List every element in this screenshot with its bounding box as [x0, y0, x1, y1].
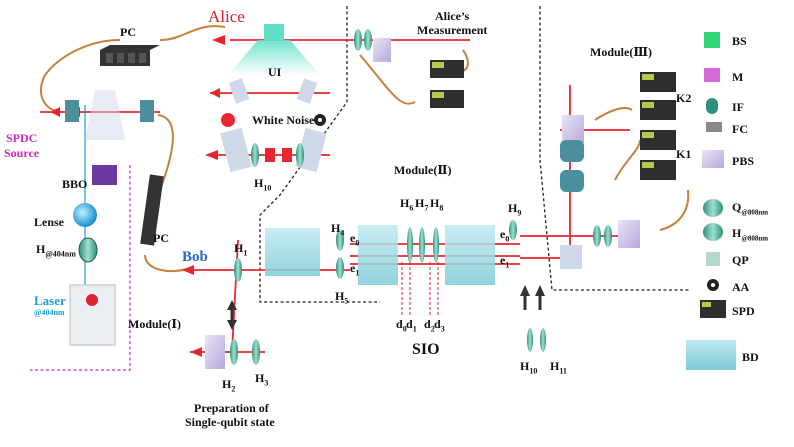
module-boundaries — [259, 6, 690, 303]
h8-label: H8 — [430, 196, 444, 213]
d2-label: d2 — [424, 317, 435, 334]
white-noise-label: White Noise — [252, 113, 315, 127]
spdc-optics — [65, 90, 154, 140]
alice-label: Alice — [208, 7, 245, 26]
sio-label: SIO — [412, 341, 440, 358]
legend-spd-label: SPD — [732, 304, 755, 318]
legend-icons — [686, 32, 736, 370]
k2-label: K2 — [676, 91, 692, 105]
ui-beamsplitter — [264, 24, 284, 40]
alice-measurement-line2: Measurement — [417, 23, 488, 37]
h3-label: H3 — [255, 371, 269, 388]
legend-qp-label: QP — [732, 253, 749, 267]
lense — [73, 203, 97, 227]
h10-label: H10 — [520, 359, 538, 376]
module2-lower-plates — [520, 285, 546, 352]
alice-measurement-line1: Alice’s — [435, 9, 470, 23]
laser-logo — [86, 294, 98, 306]
h1-label: H1 — [234, 241, 248, 258]
k1-label: K1 — [676, 147, 692, 161]
module2-label: Module(Ⅱ) — [394, 163, 452, 177]
optical-fibers — [40, 25, 690, 273]
e0-right-label: e0 — [500, 227, 510, 244]
legend-h-label: H@808nm — [732, 226, 769, 243]
ui-spread — [228, 40, 320, 75]
h7-label: H7 — [415, 196, 429, 213]
legend-m-label: M — [732, 70, 744, 84]
d1-label: d1 — [406, 317, 417, 334]
module1-optics — [205, 258, 260, 369]
beam-arrows — [50, 35, 225, 357]
bob-label: Bob — [182, 249, 208, 265]
spdc-label-line2: Source — [4, 146, 40, 160]
bbo-label: BBO — [62, 177, 88, 191]
d3-label: d3 — [434, 317, 445, 334]
laser-label: Laser@404nm — [34, 293, 66, 317]
h10-upper-label: H10 — [254, 176, 272, 193]
legend-if-label: IF — [732, 100, 744, 114]
d0-label: d0 — [396, 317, 407, 334]
white-noise-plates — [251, 143, 304, 167]
h404-label: H@404nm — [36, 242, 76, 259]
prep-line1: Preparation of — [194, 401, 269, 415]
legend-fc-label: FC — [732, 122, 748, 136]
module1-label: Module(Ⅰ) — [128, 317, 181, 331]
legend-bs-label: BS — [732, 34, 747, 48]
module2-optics — [265, 220, 517, 285]
ui-label: UI — [268, 65, 282, 79]
prep-line2: Single-qubit state — [185, 415, 275, 429]
h11-label: H11 — [550, 359, 567, 376]
white-noise-source — [221, 113, 235, 127]
legend-aa-label: AA — [732, 280, 750, 294]
laser-box — [69, 284, 116, 346]
h5-label: H5 — [335, 289, 349, 306]
legend-q-label: Q@808nm — [732, 200, 769, 217]
h4-label: H4 — [331, 221, 345, 238]
e0-left-label: e0 — [350, 231, 360, 248]
alice-measurement-optics — [354, 29, 464, 108]
pc-mid — [140, 174, 164, 246]
h6-label: H6 — [400, 196, 414, 213]
e1-left-label: e1 — [350, 261, 360, 278]
e1-right-label: e1 — [500, 253, 510, 270]
h9-label: H9 — [508, 201, 522, 218]
pc-top-label: PC — [120, 25, 136, 39]
module3-label: Module(Ⅲ) — [590, 45, 652, 59]
pc-top — [100, 45, 160, 66]
legend-pbs-label: PBS — [732, 154, 755, 168]
hwp-404 — [78, 237, 98, 263]
spdc-label-line1: SPDC — [6, 131, 38, 145]
attenuator-aa-inner — [318, 118, 322, 122]
d-lines — [401, 262, 439, 315]
bbo-crystal — [92, 165, 117, 185]
legend-bd-label: BD — [742, 350, 759, 364]
module3-optics — [560, 72, 676, 269]
spdc-boundary — [30, 165, 131, 371]
pc-mid-label: PC — [153, 231, 169, 245]
lense-label: Lense — [34, 215, 64, 229]
h2-label: H2 — [222, 377, 236, 394]
